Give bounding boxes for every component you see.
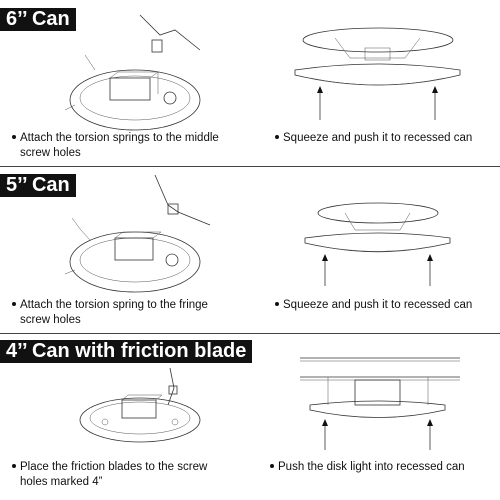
section-header-5-can: 5’’ Can xyxy=(0,174,76,197)
caption-6-can-right: Squeeze and push it to recessed can xyxy=(275,131,472,146)
caption-5-can-left: Attach the torsion spring to the fringe … xyxy=(12,298,208,328)
caption-line: holes marked 4” xyxy=(20,476,103,488)
caption-line: Attach the torsion spring to the fringe xyxy=(20,299,208,311)
caption-line: Squeeze and push it to recessed can xyxy=(283,299,473,311)
bullet-icon xyxy=(275,301,279,306)
fixture-6-can-springs-illustration xyxy=(64,14,201,131)
caption-line: Attach the torsion springs to the middle xyxy=(20,132,219,144)
caption-4-can-right: Push the disk light into recessed can xyxy=(270,460,465,475)
caption-6-can-left: Attach the torsion springs to the middle… xyxy=(12,131,219,161)
section-divider xyxy=(0,166,500,167)
fixture-5-can-recessed-illustration xyxy=(304,202,451,286)
caption-line: Push the disk light into recessed can xyxy=(278,461,465,473)
caption-line: Squeeze and push it to recessed can xyxy=(283,132,473,144)
bullet-icon xyxy=(270,463,274,468)
fixture-4-can-recessed-illustration xyxy=(300,357,460,450)
caption-line: Place the friction blades to the screw xyxy=(20,461,208,473)
bullet-icon xyxy=(12,463,16,468)
section-divider xyxy=(0,333,500,334)
bullet-icon xyxy=(12,134,16,139)
caption-4-can-left: Place the friction blades to the screw h… xyxy=(12,460,207,490)
caption-line: screw holes xyxy=(20,314,81,326)
section-header-6-can: 6’’ Can xyxy=(0,8,76,31)
fixture-5-can-springs-illustration xyxy=(64,174,211,293)
fixture-6-can-recessed-illustration xyxy=(294,27,461,120)
fixture-4-can-friction-blade-illustration xyxy=(79,367,201,443)
bullet-icon xyxy=(12,301,16,306)
section-header-4-can: 4’’ Can with friction blade xyxy=(0,340,253,363)
caption-5-can-right: Squeeze and push it to recessed can xyxy=(275,298,472,313)
caption-line: screw holes xyxy=(20,147,81,159)
bullet-icon xyxy=(275,134,279,139)
